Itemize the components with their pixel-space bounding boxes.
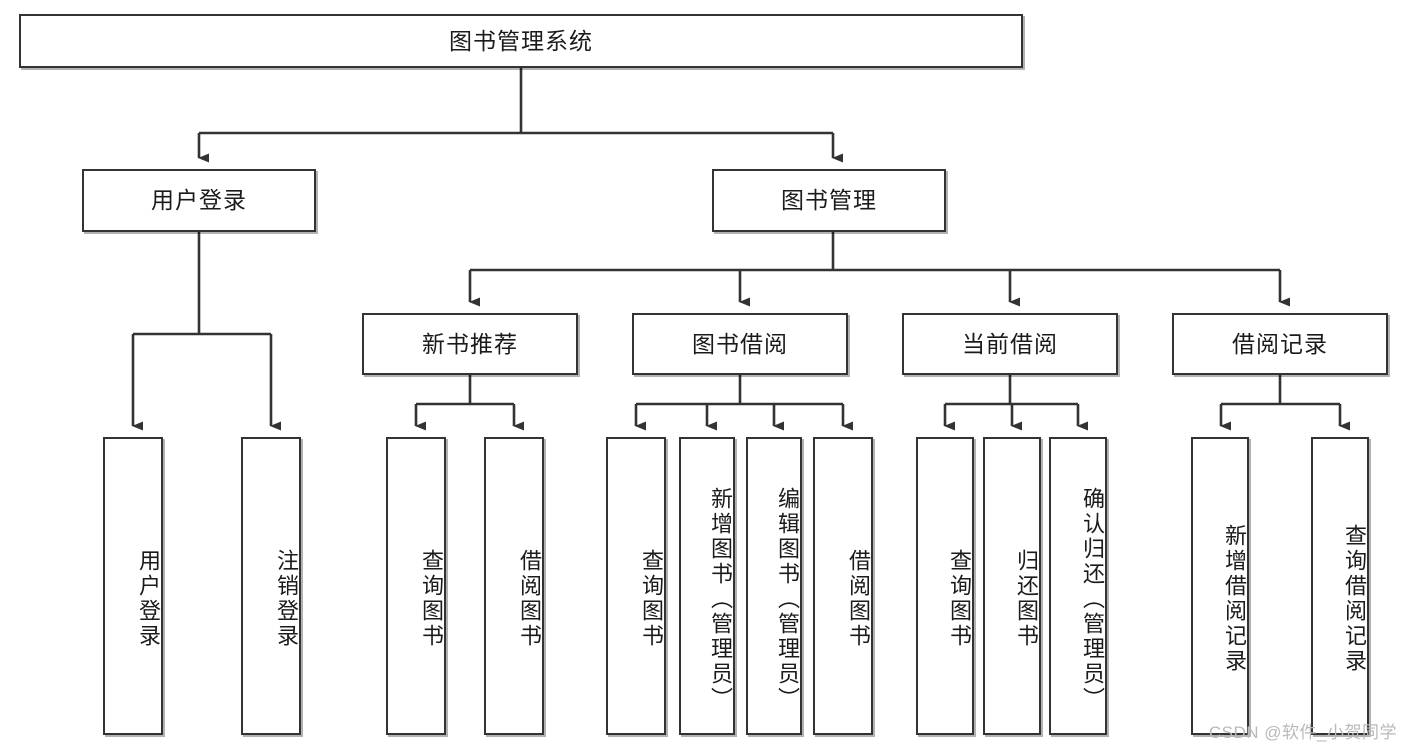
leaf-edit-book-admin-label: 编辑图书（管理员） [775, 486, 800, 712]
watermark: CSDN @软件_小贺同学 [1208, 723, 1397, 742]
node-user-login[interactable]: 用户登录 [82, 169, 316, 232]
node-root-label: 图书管理系统 [449, 27, 593, 54]
leaf-edit-book-admin[interactable]: 编辑图书（管理员） [746, 437, 802, 735]
leaf-borrow-book-recommend-label: 借阅图书 [517, 549, 542, 649]
node-book-management-label: 图书管理 [781, 187, 877, 214]
leaf-query-book-borrow-label: 查询图书 [639, 549, 664, 649]
node-book-borrow-label: 图书借阅 [692, 330, 788, 357]
leaf-query-book-recommend-label: 查询图书 [419, 549, 444, 649]
node-new-book-recommend-label: 新书推荐 [422, 330, 518, 357]
leaf-query-book-current-label: 查询图书 [947, 549, 972, 649]
leaf-borrow-book-recommend[interactable]: 借阅图书 [484, 437, 544, 735]
leaf-logout-label: 注销登录 [274, 549, 299, 649]
leaf-query-book-borrow[interactable]: 查询图书 [606, 437, 666, 735]
node-user-login-label: 用户登录 [151, 187, 247, 214]
leaf-query-borrow-record-label: 查询借阅记录 [1342, 524, 1367, 674]
leaf-user-login[interactable]: 用户登录 [103, 437, 163, 735]
leaf-add-borrow-record[interactable]: 新增借阅记录 [1191, 437, 1249, 735]
leaf-return-book-label: 归还图书 [1014, 549, 1039, 649]
leaf-borrow-book-borrow-label: 借阅图书 [846, 549, 871, 649]
node-new-book-recommend[interactable]: 新书推荐 [362, 313, 578, 375]
leaf-return-book[interactable]: 归还图书 [983, 437, 1041, 735]
node-root[interactable]: 图书管理系统 [19, 14, 1023, 68]
leaf-confirm-return-admin[interactable]: 确认归还（管理员） [1049, 437, 1107, 735]
leaf-query-book-recommend[interactable]: 查询图书 [386, 437, 446, 735]
leaf-add-borrow-record-label: 新增借阅记录 [1222, 524, 1247, 674]
leaf-confirm-return-admin-label: 确认归还（管理员） [1080, 486, 1105, 712]
leaf-add-book-admin-label: 新增图书（管理员） [708, 486, 733, 712]
node-current-borrow[interactable]: 当前借阅 [902, 313, 1118, 375]
leaf-add-book-admin[interactable]: 新增图书（管理员） [679, 437, 735, 735]
node-current-borrow-label: 当前借阅 [962, 330, 1058, 357]
node-borrow-record[interactable]: 借阅记录 [1172, 313, 1388, 375]
node-book-borrow[interactable]: 图书借阅 [632, 313, 848, 375]
node-borrow-record-label: 借阅记录 [1232, 330, 1328, 357]
leaf-query-book-current[interactable]: 查询图书 [916, 437, 974, 735]
node-book-management[interactable]: 图书管理 [712, 169, 946, 232]
leaf-query-borrow-record[interactable]: 查询借阅记录 [1311, 437, 1369, 735]
leaf-user-login-label: 用户登录 [136, 549, 161, 649]
leaf-logout[interactable]: 注销登录 [241, 437, 301, 735]
leaf-borrow-book-borrow[interactable]: 借阅图书 [813, 437, 873, 735]
